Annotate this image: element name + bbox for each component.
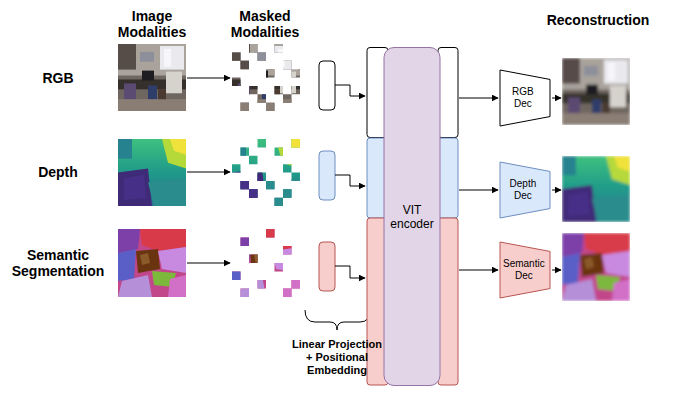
- projection-box: [319, 151, 335, 200]
- token-column: [438, 218, 458, 385]
- decoder-label: Semantic Dec: [503, 258, 545, 282]
- decoder-trapezoid: [500, 162, 550, 218]
- row-label: Depth: [6, 164, 110, 180]
- token-column: [438, 48, 458, 138]
- row-label: RGB: [6, 70, 110, 86]
- decoder-label: RGB Dec: [512, 86, 534, 110]
- projection-box: [319, 61, 335, 110]
- decoder-label: Depth Dec: [510, 178, 537, 202]
- column-header: Masked Modalities: [225, 8, 305, 40]
- column-header: Reconstruction: [528, 12, 668, 28]
- curly-bracket: [305, 310, 370, 330]
- decoder-box: Semantic Dec: [499, 241, 551, 299]
- bracket-note: Linear Projection + Positional Embedding: [290, 338, 384, 377]
- token-column: [438, 138, 458, 218]
- connector-arrow: [459, 190, 498, 191]
- decoder-box: Depth Dec: [499, 161, 551, 219]
- arrow: [335, 85, 365, 96]
- encoder-body: [384, 48, 440, 386]
- arrow: [552, 270, 561, 271]
- projection-arrows: [335, 85, 365, 278]
- arrow: [552, 190, 561, 191]
- column-header: Image Modalities: [112, 8, 192, 40]
- depth-image: [118, 139, 186, 206]
- arrow: [335, 266, 365, 278]
- rgb-reconstruction: [562, 58, 630, 125]
- mask-arrows: [187, 78, 230, 263]
- connector-arrow: [459, 98, 498, 99]
- connector-arrow: [459, 270, 498, 271]
- arrow: [187, 263, 230, 264]
- masked-semantic: [232, 229, 300, 297]
- depth-reconstruction: [562, 156, 630, 222]
- row-label: Semantic Segmentation: [6, 247, 110, 279]
- rgb-image: [118, 44, 186, 111]
- arrow: [552, 98, 561, 99]
- arrow: [335, 175, 365, 186]
- projection-box: [319, 242, 335, 291]
- encoder-box: VIT encoder: [366, 47, 459, 386]
- masked-depth: [232, 139, 300, 206]
- decoder-box: RGB Dec: [499, 69, 551, 127]
- masked-rgb: [232, 44, 300, 111]
- semantic-reconstruction: [562, 233, 630, 301]
- reconstruction-arrows: [552, 98, 561, 270]
- arrow: [187, 78, 230, 79]
- arrow: [187, 172, 230, 173]
- decoder-trapezoid: [500, 242, 550, 298]
- decoder-trapezoid: [500, 70, 550, 126]
- semantic-image: [118, 229, 186, 297]
- encoder-label: VIT encoder: [390, 203, 433, 231]
